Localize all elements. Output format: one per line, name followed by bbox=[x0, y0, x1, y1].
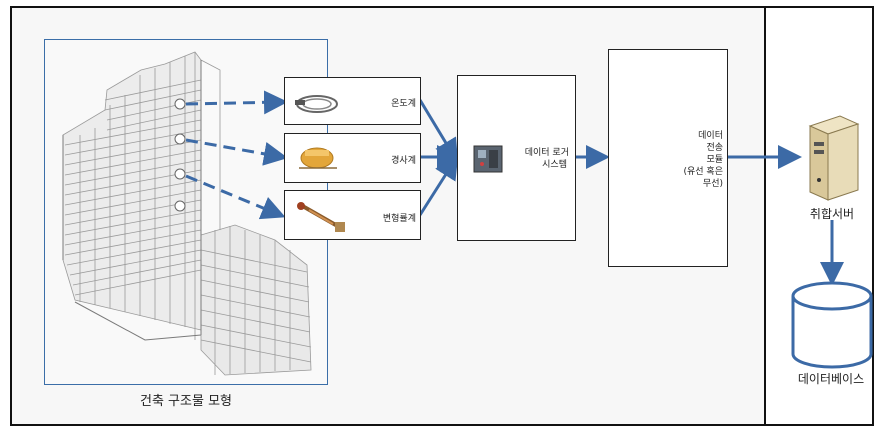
data-logger-box: 데이터 로거 시스템 bbox=[457, 75, 576, 241]
sensor-box-strain: 변형률계 bbox=[284, 190, 421, 240]
data-logger-device-icon bbox=[473, 145, 503, 173]
panel-divider bbox=[764, 8, 766, 424]
dashed-arrow-strain bbox=[185, 174, 286, 220]
sensor-label-temperature: 온도계 bbox=[391, 99, 416, 109]
building-model-box bbox=[44, 39, 328, 385]
sensor-point-3 bbox=[174, 168, 186, 180]
transmission-line-3: 모듈 bbox=[706, 155, 723, 165]
server-label: 취합서버 bbox=[809, 207, 855, 221]
sensor-label-tilt: 경사계 bbox=[391, 156, 416, 166]
sensor-box-temperature: 온도계 bbox=[284, 77, 421, 125]
arrow-strain-to-logger bbox=[418, 154, 459, 216]
logger-label-line1: 데이터 로거 bbox=[524, 148, 569, 158]
transmission-line-4: (유선 혹은 bbox=[683, 167, 724, 177]
building-wireframe-icon bbox=[62, 51, 312, 376]
dashed-arrow-tilt bbox=[185, 138, 288, 166]
dashed-arrow-temperature bbox=[185, 90, 288, 115]
arrow-temp-to-logger bbox=[418, 99, 459, 164]
transmission-line-5: 무선) bbox=[702, 179, 723, 189]
sensor-label-strain: 변형률계 bbox=[382, 214, 416, 224]
transmission-line-2: 전송 bbox=[706, 143, 723, 153]
transmission-module-box: 데이터 전송 모듈 (유선 혹은 무선) bbox=[608, 49, 728, 267]
building-caption: 건축 구조물 모형 bbox=[140, 394, 232, 409]
diagram-frame bbox=[10, 6, 874, 426]
sensor-point-4 bbox=[174, 200, 186, 212]
sensor-point-1 bbox=[174, 98, 186, 110]
strain-gauge-icon bbox=[297, 202, 345, 232]
tiltmeter-icon bbox=[299, 147, 337, 169]
temperature-sensor-cable-icon bbox=[295, 95, 338, 113]
database-label: 데이터베이스 bbox=[797, 372, 865, 386]
transmission-line-1: 데이터 bbox=[698, 131, 723, 141]
database-icon bbox=[791, 281, 873, 369]
server-icon bbox=[808, 115, 860, 201]
sensor-box-tilt: 경사계 bbox=[284, 133, 421, 183]
logger-label-line2: 시스템 bbox=[542, 160, 567, 170]
sensor-point-2 bbox=[174, 133, 186, 145]
